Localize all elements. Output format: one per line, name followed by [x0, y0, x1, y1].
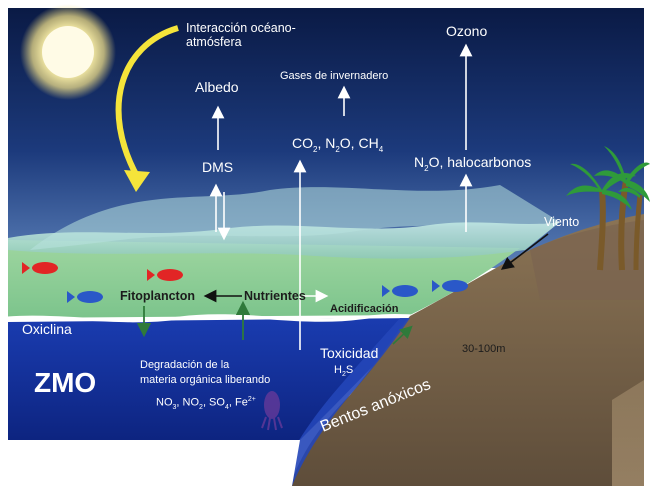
acidification-label: Acidificación	[330, 303, 399, 315]
co2-label: CO2, N2O, CH4	[292, 135, 384, 154]
productive-layer	[8, 240, 520, 318]
nutrients-label: Nutrientes	[244, 289, 306, 303]
sunlight-arrow	[115, 25, 179, 180]
red-fish-1-icon	[22, 262, 58, 274]
sea-surface	[8, 222, 560, 259]
oxycline-label: Oxiclina	[22, 321, 72, 337]
squid-icon	[261, 391, 283, 431]
toxicity-arrow	[392, 325, 413, 345]
oxycline-line	[7, 314, 416, 323]
interaction-label: Interacción océano- atmósfera	[186, 21, 296, 49]
sun-core	[42, 26, 94, 78]
phytoplankton-label: Fitoplancton	[120, 289, 195, 303]
greenhouse-label: Gases de invernadero	[280, 70, 389, 82]
sunlight-arrowhead	[124, 170, 150, 192]
block-base	[8, 440, 300, 486]
wind-label: Viento	[544, 215, 580, 229]
red-fish-2-icon	[147, 269, 183, 281]
palm-trees-icon	[566, 146, 650, 271]
depth-label: 30-100m	[462, 343, 506, 355]
oxygen-minimum-zone	[8, 318, 420, 440]
albedo-label: Albedo	[195, 79, 239, 95]
n2o-label: N2O, halocarbonos	[414, 154, 532, 173]
shore	[530, 220, 644, 300]
ozone-label: Ozono	[446, 23, 488, 39]
blue-fish-2-icon	[382, 285, 418, 297]
block-side	[612, 380, 644, 486]
zmo-label: ZMO	[34, 367, 97, 398]
dms-label: DMS	[202, 159, 234, 175]
chemicals-label: NO3, NO2, SO4, Fe2+	[156, 396, 256, 411]
blue-fish-3-icon	[432, 280, 468, 292]
seafloor-edge	[276, 318, 410, 486]
toxicity-label: Toxicidad	[320, 345, 379, 361]
h2s-label: H2S	[334, 364, 354, 379]
degradation-label: Degradación de la materia orgánica liber…	[140, 359, 271, 386]
wave-crests	[30, 185, 560, 250]
wind-arrow	[500, 233, 549, 270]
blue-fish-1-icon	[67, 291, 103, 303]
